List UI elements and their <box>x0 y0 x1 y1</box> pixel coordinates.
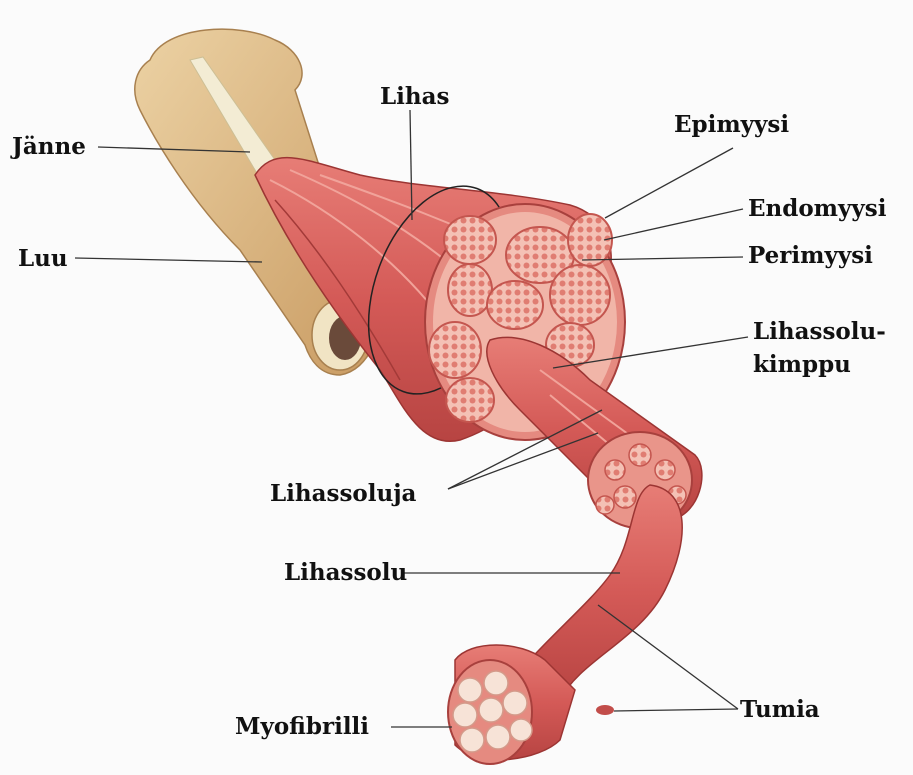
label-endomyysi: Endomyysi <box>748 196 886 222</box>
label-myofibrilli: Myofibrilli <box>235 714 369 740</box>
label-lihassolu-kimppu-line2: kimppu <box>753 352 851 378</box>
label-lihassolu-kimppu-line1: Lihassolu- <box>753 319 886 345</box>
label-epimyysi: Epimyysi <box>674 112 789 138</box>
label-jaenne: Jänne <box>12 134 86 160</box>
muscle-fiber <box>448 485 682 764</box>
label-perimyysi: Perimyysi <box>748 243 873 269</box>
leader-line-luu <box>75 258 262 262</box>
leader-line-endomyysi <box>604 209 743 240</box>
label-tumia: Tumia <box>740 697 820 723</box>
label-lihassoluja: Lihassoluja <box>270 481 416 507</box>
leader-line-epimyysi <box>605 148 733 218</box>
label-lihas: Lihas <box>380 84 449 110</box>
label-luu: Luu <box>18 246 68 272</box>
label-lihassolu: Lihassolu <box>284 560 407 586</box>
leader-line-tumia-2 <box>614 709 738 711</box>
leader-line-tumia-1 <box>598 605 738 709</box>
